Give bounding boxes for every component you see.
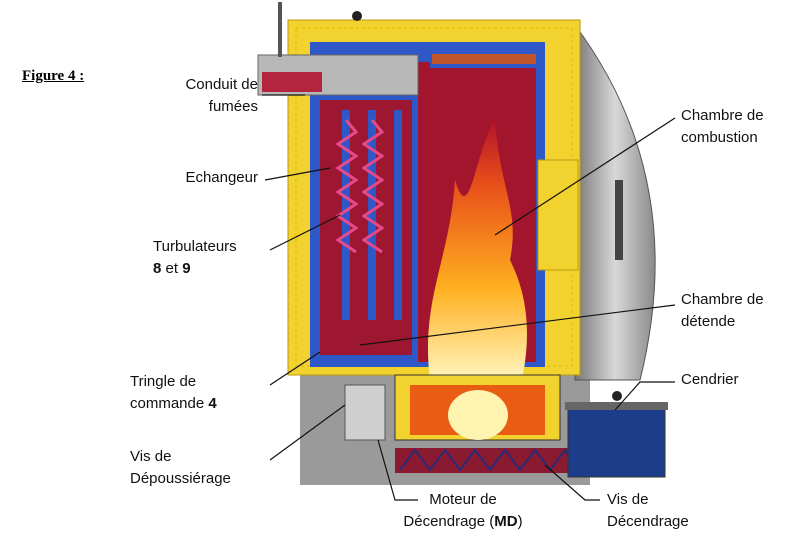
label-line: Décendrage	[607, 513, 689, 530]
motor	[344, 384, 386, 441]
label-vis-depoussierage: Vis de Dépoussiérage	[130, 446, 231, 490]
label-text: )	[517, 513, 523, 530]
part-number: 4	[208, 395, 217, 412]
label-line: fumées	[208, 98, 258, 115]
part-number: 8	[153, 260, 162, 277]
label-echangeur: Echangeur	[185, 169, 258, 186]
turbulators	[335, 119, 385, 254]
label-cendrier: Cendrier	[681, 371, 739, 388]
label-conduit-fumees: Conduit de fumées	[185, 74, 258, 118]
label-line: Vis de	[607, 491, 649, 508]
leader-lines	[262, 94, 676, 501]
label-line: Vis de	[130, 448, 172, 465]
ash-bin	[567, 404, 666, 478]
label-line: Conduit de	[185, 76, 258, 93]
part-number: 9	[182, 260, 191, 277]
label-vis-decendrage: Vis de Décendrage	[607, 489, 689, 533]
abbreviation: MD	[494, 513, 518, 530]
label-tringle: Tringle de commande 4	[130, 371, 217, 415]
label-line: 8 et 9	[153, 258, 237, 280]
label-line: Turbulateurs	[153, 238, 237, 255]
label-turbulateurs: Turbulateurs 8 et 9	[153, 236, 237, 280]
flame	[427, 120, 527, 380]
label-line: combustion	[681, 129, 758, 146]
label-text: commande	[130, 395, 205, 412]
label-line: Décendrage (MD)	[398, 511, 528, 533]
label-text: et	[165, 260, 179, 277]
label-line: Dépoussiérage	[130, 470, 231, 487]
label-line: Chambre de	[681, 107, 764, 124]
label-line: Moteur de	[429, 491, 497, 508]
figure-label: Figure 4 :	[22, 68, 85, 84]
label-moteur: Moteur de Décendrage (MD)	[398, 489, 528, 533]
label-text: Décendrage (	[403, 513, 495, 530]
label-chambre-combustion: Chambre de combustion	[681, 105, 764, 149]
label-line: détende	[681, 313, 736, 330]
label-line: commande 4	[130, 393, 217, 415]
label-line: Chambre de	[681, 291, 764, 308]
label-chambre-detende: Chambre de détende	[681, 289, 764, 333]
label-line: Tringle de	[130, 373, 197, 390]
